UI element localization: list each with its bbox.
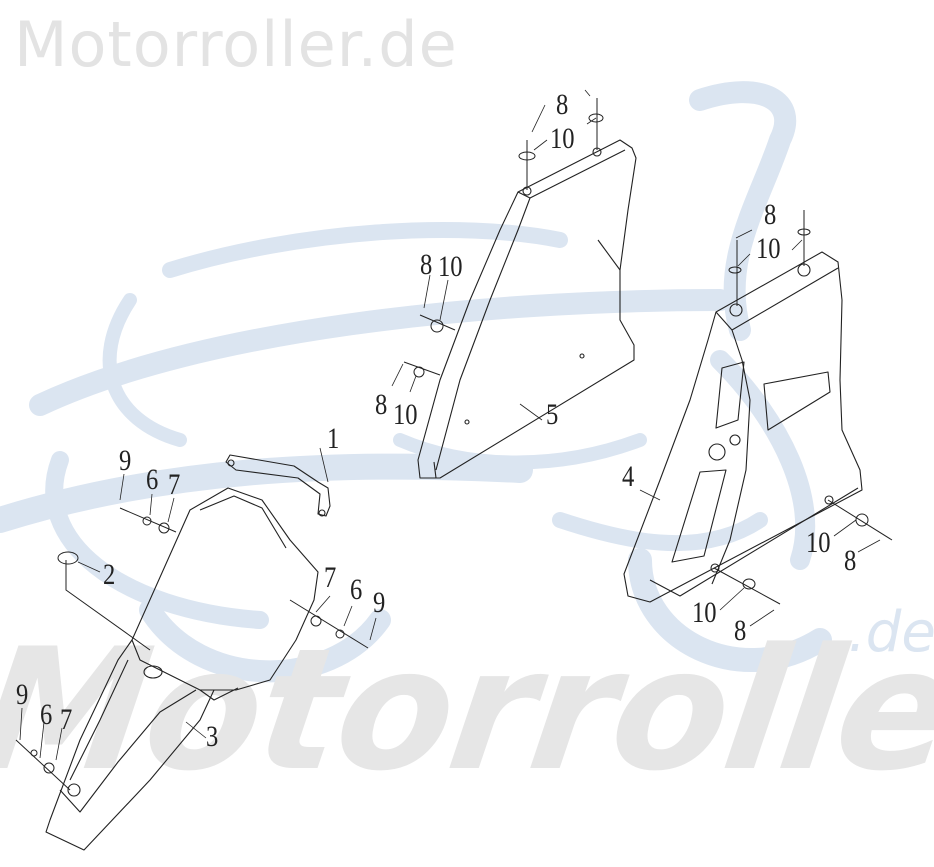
callout-label: 9 (16, 678, 29, 711)
callout-label: 10 (756, 232, 781, 265)
callout-label: 4 (622, 460, 635, 493)
callout-label: 8 (844, 544, 857, 577)
part-3-lower-cover (45, 487, 319, 851)
callout-label: 8 (734, 614, 747, 647)
callout-label: 10 (550, 122, 575, 155)
callout-label: 10 (806, 526, 831, 559)
callout-label: 10 (692, 596, 717, 629)
callout-label: 9 (373, 586, 386, 619)
callout-label: 8 (420, 248, 433, 281)
callout-label: 8 (556, 88, 569, 121)
callout-label: 1 (327, 422, 340, 455)
watermark-top: Motorroller.de (14, 8, 458, 81)
fasteners (15, 98, 893, 791)
leader-lines (19, 89, 881, 761)
callout-label: 8 (764, 198, 777, 231)
callout-label: 7 (60, 703, 73, 736)
callout-label: 6 (146, 463, 159, 496)
callout-label: 6 (350, 573, 363, 606)
callout-label: 8 (375, 388, 388, 421)
callout-label: 7 (168, 468, 181, 501)
part-5-left-panel (417, 139, 637, 479)
callout-label: 10 (438, 250, 463, 283)
callout-label: 5 (546, 398, 559, 431)
callout-label: 10 (393, 398, 418, 431)
watermark-de-suffix: .de (848, 600, 934, 665)
part-4-right-panel (623, 251, 863, 603)
callout-label: 7 (324, 561, 337, 594)
callout-label: 9 (119, 444, 132, 477)
callout-label: 6 (40, 698, 53, 731)
part-1-bracket (225, 454, 331, 517)
callout-label: 2 (103, 558, 116, 591)
callout-label: 3 (206, 720, 219, 753)
